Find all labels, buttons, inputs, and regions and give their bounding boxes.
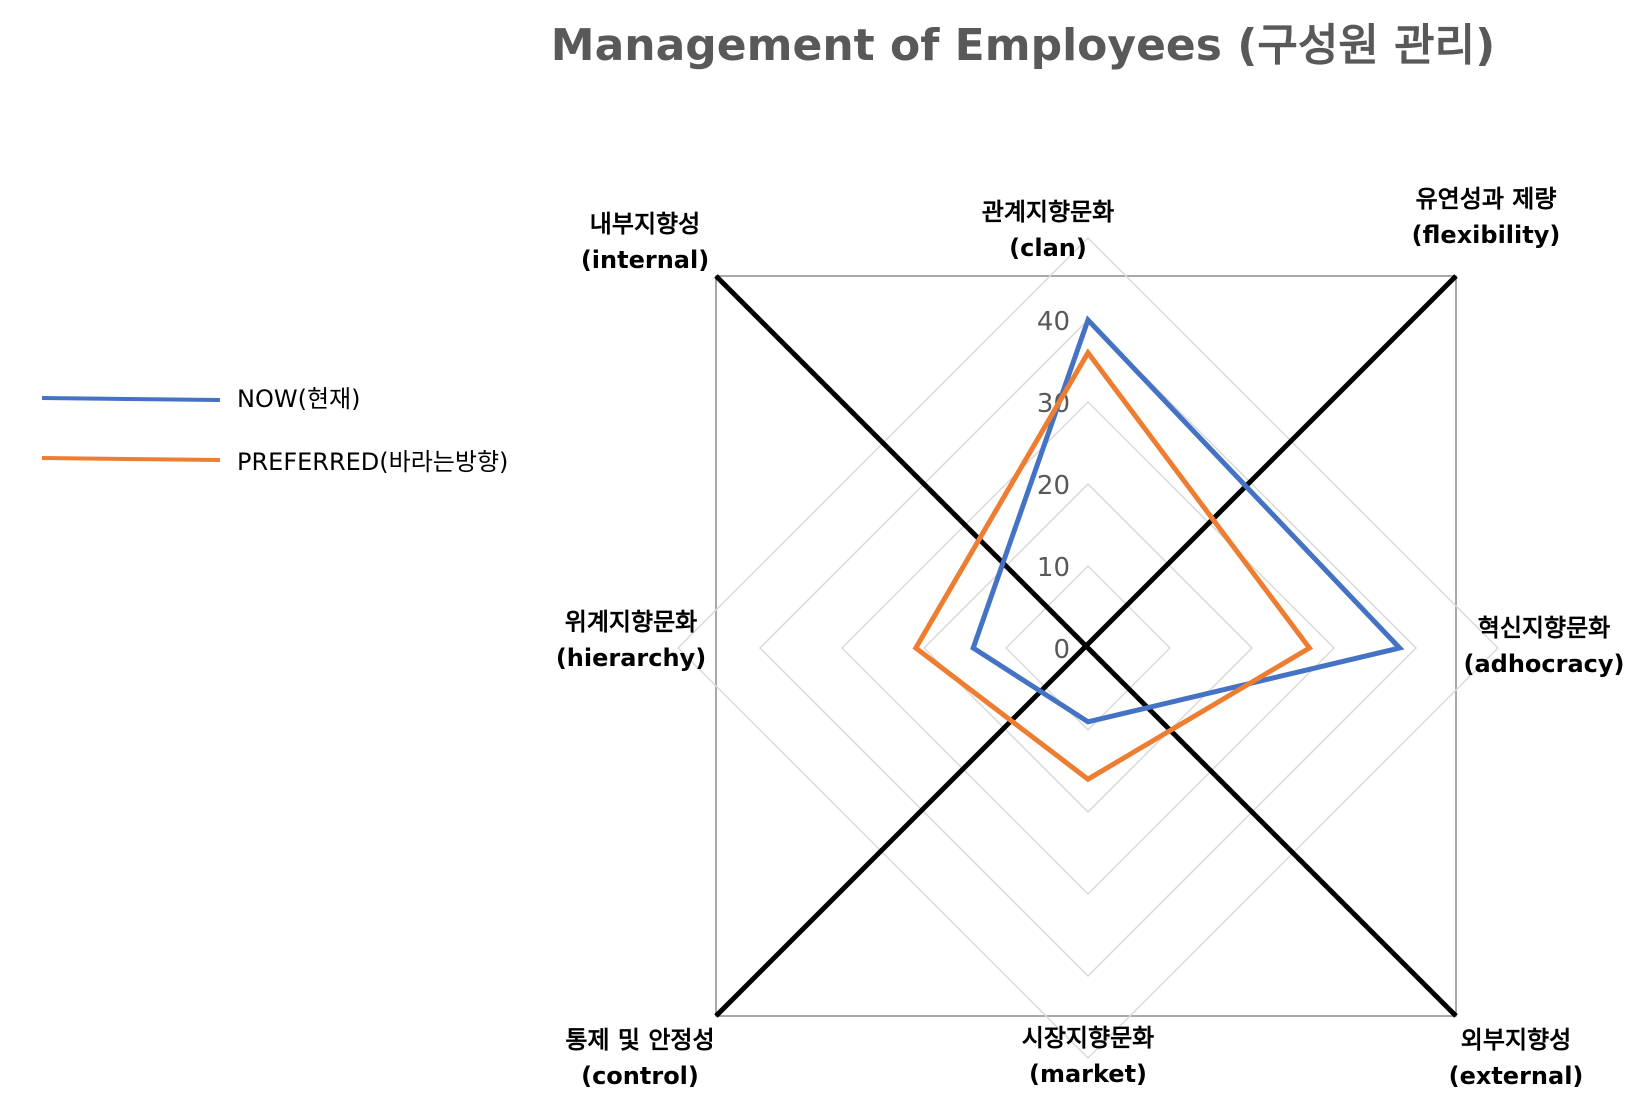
tick-label-0: 0	[1053, 635, 1070, 665]
grid-ring-40	[758, 318, 1418, 978]
legend-swatch-preferred	[41, 456, 221, 462]
grid-ring-50	[676, 236, 1500, 1060]
tick-label-10: 10	[1037, 553, 1070, 583]
legend-label-preferred: PREFERRED(바라는방향)	[237, 448, 508, 476]
corner-label-external-name: 외부지향성	[1461, 1026, 1571, 1054]
axis-label-clan: 관계지향문화 (clan)	[982, 198, 1114, 262]
axis-label-market-name: 시장지향문화	[1022, 1024, 1154, 1052]
series-preferred-line	[912, 348, 1314, 783]
corner-label-internal: 내부지향성 (internal)	[581, 210, 709, 274]
corner-label-flexibility-sub: (flexibility)	[1412, 221, 1561, 249]
axis-label-adhocracy-name: 혁신지향문화	[1478, 614, 1610, 642]
diagonal-lines	[714, 274, 1458, 1018]
radar-grid	[676, 236, 1500, 1060]
legend-swatch-now	[41, 396, 221, 402]
corner-label-control-sub: (control)	[581, 1062, 699, 1090]
axis-label-adhocracy: 혁신지향문화 (adhocracy)	[1463, 614, 1624, 678]
grid-ring-30	[840, 400, 1336, 896]
tick-label-20: 20	[1037, 471, 1070, 501]
corner-label-internal-sub: (internal)	[581, 246, 709, 274]
axis-label-clan-sub: (clan)	[1009, 234, 1087, 262]
series-now-line	[970, 315, 1405, 725]
grid-ring-20	[922, 482, 1254, 814]
axis-label-hierarchy: 위계지향문화 (hierarchy)	[556, 608, 706, 672]
corner-label-control-name: 통제 및 안정성	[565, 1026, 714, 1054]
plot-frame	[715, 275, 1457, 1017]
diagonal-flexibility-control	[714, 274, 1458, 1018]
series-layer	[912, 315, 1405, 783]
corner-label-flexibility-name: 유연성과 제량	[1416, 185, 1557, 213]
axis-label-clan-name: 관계지향문화	[982, 198, 1114, 226]
axis-label-market: 시장지향문화 (market)	[1022, 1024, 1154, 1088]
axis-label-adhocracy-sub: (adhocracy)	[1463, 650, 1624, 678]
corner-label-flexibility: 유연성과 제량 (flexibility)	[1412, 185, 1561, 249]
legend-label-now: NOW(현재)	[237, 385, 360, 413]
plot-frame-rect	[715, 275, 1457, 1017]
tick-label-40: 40	[1037, 307, 1070, 337]
chart-title: Management of Employees (구성원 관리)	[551, 20, 1495, 71]
corner-label-external: 외부지향성 (external)	[1449, 1026, 1584, 1090]
corner-label-internal-name: 내부지향성	[590, 210, 700, 238]
axis-label-market-sub: (market)	[1029, 1060, 1147, 1088]
corner-label-external-sub: (external)	[1449, 1062, 1584, 1090]
axis-label-hierarchy-sub: (hierarchy)	[556, 644, 706, 672]
legend: NOW(현재) PREFERRED(바라는방향)	[41, 385, 508, 476]
axis-label-hierarchy-name: 위계지향문화	[565, 608, 697, 636]
grid-ring-10	[1004, 564, 1172, 732]
corner-label-control: 통제 및 안정성 (control)	[565, 1026, 714, 1090]
